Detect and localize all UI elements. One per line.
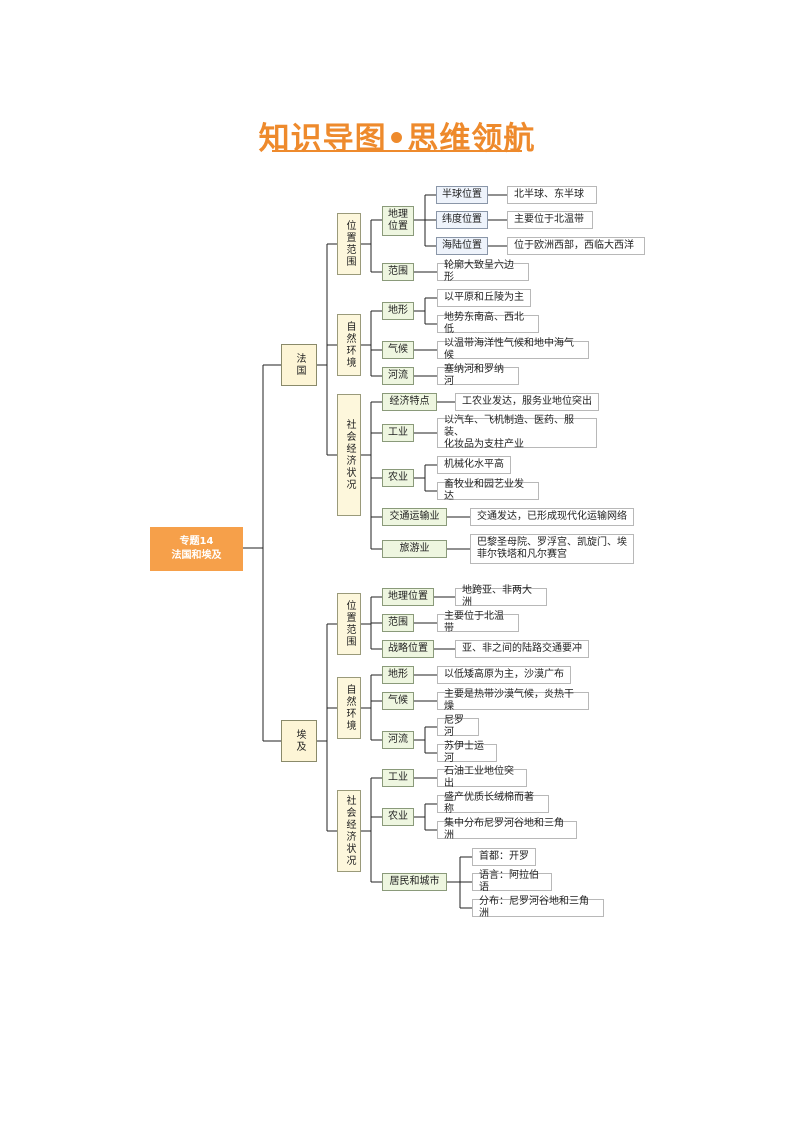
node-france-terrain: 地形 (382, 302, 414, 320)
leaf-egypt-river-2: 苏伊士运河 (437, 741, 497, 764)
node-france-society: 社会经济状况 (337, 394, 361, 516)
node-egypt-society: 社会经济状况 (337, 790, 361, 872)
node-egypt-river: 河流 (382, 731, 414, 749)
leaf-egypt-terrain: 以低矮高原为主，沙漠广布 (437, 666, 571, 684)
node-france-hemisphere: 半球位置 (436, 186, 488, 204)
node-egypt-terrain: 地形 (382, 666, 414, 684)
node-egypt-industry: 工业 (382, 769, 414, 787)
title-underline (272, 150, 522, 152)
leaf-france-agriculture-2: 畜牧业和园艺业发达 (437, 479, 539, 502)
node-france-industry: 工业 (382, 424, 414, 442)
leaf-france-industry: 以汽车、飞机制造、医药、服装、 化妆品为支柱产业 (437, 415, 597, 450)
leaf-egypt-language: 语言：阿拉伯语 (472, 870, 552, 893)
leaf-egypt-agriculture-1: 盛产优质长绒棉而著称 (437, 792, 549, 815)
leaf-france-terrain-2: 地势东南高、西北低 (437, 312, 539, 335)
node-france-sealand: 海陆位置 (436, 237, 488, 255)
node-france-latitude: 纬度位置 (436, 211, 488, 229)
leaf-france-terrain-1: 以平原和丘陵为主 (437, 289, 531, 307)
node-egypt-scope: 范围 (382, 614, 414, 632)
node-egypt-nature: 自然环境 (337, 677, 361, 739)
france-geo-label: 地理位置 (388, 209, 408, 232)
node-egypt-residents: 居民和城市 (382, 873, 447, 891)
leaf-egypt-geo: 地跨亚、非两大洲 (455, 585, 547, 608)
leaf-egypt-scope: 主要位于北温带 (437, 611, 519, 634)
leaf-egypt-industry: 石油工业地位突出 (437, 766, 527, 789)
leaf-france-agriculture-1: 机械化水平高 (437, 456, 511, 474)
leaf-france-climate: 以温带海洋性气候和地中海气候 (437, 338, 589, 361)
leaf-egypt-river-1: 尼罗河 (437, 715, 479, 738)
leaf-france-sealand: 位于欧洲西部，西临大西洋 (507, 237, 645, 255)
node-france-climate: 气候 (382, 341, 414, 359)
node-france-agriculture: 农业 (382, 469, 414, 487)
root-topic: 专题14 法国和埃及 (150, 527, 243, 571)
leaf-france-transport: 交通发达，已形成现代化运输网络 (470, 508, 634, 526)
root-label: 专题14 法国和埃及 (171, 536, 222, 561)
node-france-river: 河流 (382, 367, 414, 385)
node-france-transport: 交通运输业 (382, 508, 447, 526)
node-france-scope: 范围 (382, 263, 414, 281)
node-egypt-geo: 地理位置 (382, 588, 434, 606)
node-france-economy: 经济特点 (382, 393, 437, 411)
node-egypt: 埃及 (281, 720, 317, 762)
leaf-egypt-strategic: 亚、非之间的陆路交通要冲 (455, 640, 589, 658)
leaf-france-economy: 工农业发达，服务业地位突出 (455, 393, 599, 411)
leaf-france-river: 塞纳河和罗纳河 (437, 364, 519, 387)
node-france: 法国 (281, 344, 317, 386)
leaf-egypt-climate: 主要是热带沙漠气候，炎热干燥 (437, 689, 589, 712)
node-france-nature: 自然环境 (337, 314, 361, 376)
node-france-geo: 地理位置 (382, 206, 414, 236)
leaf-egypt-capital: 首都：开罗 (472, 848, 536, 866)
node-egypt-strategic: 战略位置 (382, 640, 434, 658)
leaf-egypt-agriculture-2: 集中分布尼罗河谷地和三角洲 (437, 818, 577, 841)
node-egypt-climate: 气候 (382, 692, 414, 710)
node-france-position: 位置范围 (337, 213, 361, 275)
leaf-france-latitude: 主要位于北温带 (507, 211, 593, 229)
leaf-egypt-distribution: 分布：尼罗河谷地和三角洲 (472, 896, 604, 919)
node-egypt-position: 位置范围 (337, 593, 361, 655)
leaf-france-tourism: 巴黎圣母院、罗浮宫、凯旋门、埃 菲尔铁塔和凡尔赛宫 (470, 534, 634, 564)
leaf-france-scope: 轮廓大致呈六边形 (437, 260, 529, 283)
leaf-france-hemisphere: 北半球、东半球 (507, 186, 597, 204)
node-france-tourism: 旅游业 (382, 540, 447, 558)
node-egypt-agriculture: 农业 (382, 808, 414, 826)
